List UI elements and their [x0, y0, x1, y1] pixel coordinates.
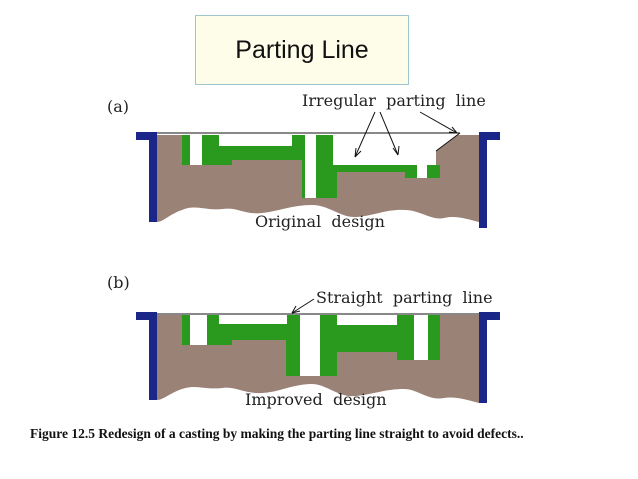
panel-b-arrowhead: [291, 305, 301, 314]
figure-caption: Figure 12.5 Redesign of a casting by mak…: [30, 426, 524, 441]
panel-b-design-label: Improved design: [245, 390, 387, 409]
panel-b-label: (b): [107, 273, 130, 292]
panel-a-arrowhead-3: [448, 126, 458, 134]
panel-b-core-2: [219, 315, 287, 324]
panel-b-core-4: [337, 315, 397, 325]
panel-a-label: (a): [107, 97, 129, 116]
panel-a-arrowhead-1: [354, 147, 362, 158]
panel-a-core-4: [417, 159, 427, 178]
panel-b: (b) Straight parting line Improved desig…: [107, 273, 500, 409]
panel-a-right-flask: [479, 132, 500, 228]
page-title: Parting Line: [235, 35, 369, 64]
panel-b-left-flask: [136, 312, 157, 400]
panel-a-core-1: [190, 135, 202, 165]
panel-a-parting-line-slope: [435, 132, 461, 152]
panel-b-annotation: Straight parting line: [316, 288, 493, 307]
panel-b-core-3: [300, 315, 320, 376]
panel-a-arrowhead-2: [392, 145, 400, 156]
panel-b-arrow: [291, 298, 315, 314]
panel-a-annotation: Irregular parting line: [302, 91, 486, 110]
panel-b-core-1: [190, 315, 207, 345]
panel-a-arrow-1: [354, 111, 376, 158]
panel-a-arrow-2: [379, 111, 399, 156]
panel-a-design-label: Original design: [255, 212, 385, 231]
panel-a-left-flask: [136, 132, 157, 222]
panel-a: (a) Irregular parting line Original desi…: [107, 91, 500, 231]
panel-b-right-flask: [479, 312, 500, 403]
panel-b-core-5: [414, 315, 428, 360]
title-box: Parting Line: [195, 15, 409, 85]
panel-a-core-2: [219, 135, 292, 146]
panel-a-parting-wedge: [157, 133, 460, 178]
panel-a-core-3: [305, 135, 316, 198]
panel-a-arrow-3: [419, 111, 458, 134]
